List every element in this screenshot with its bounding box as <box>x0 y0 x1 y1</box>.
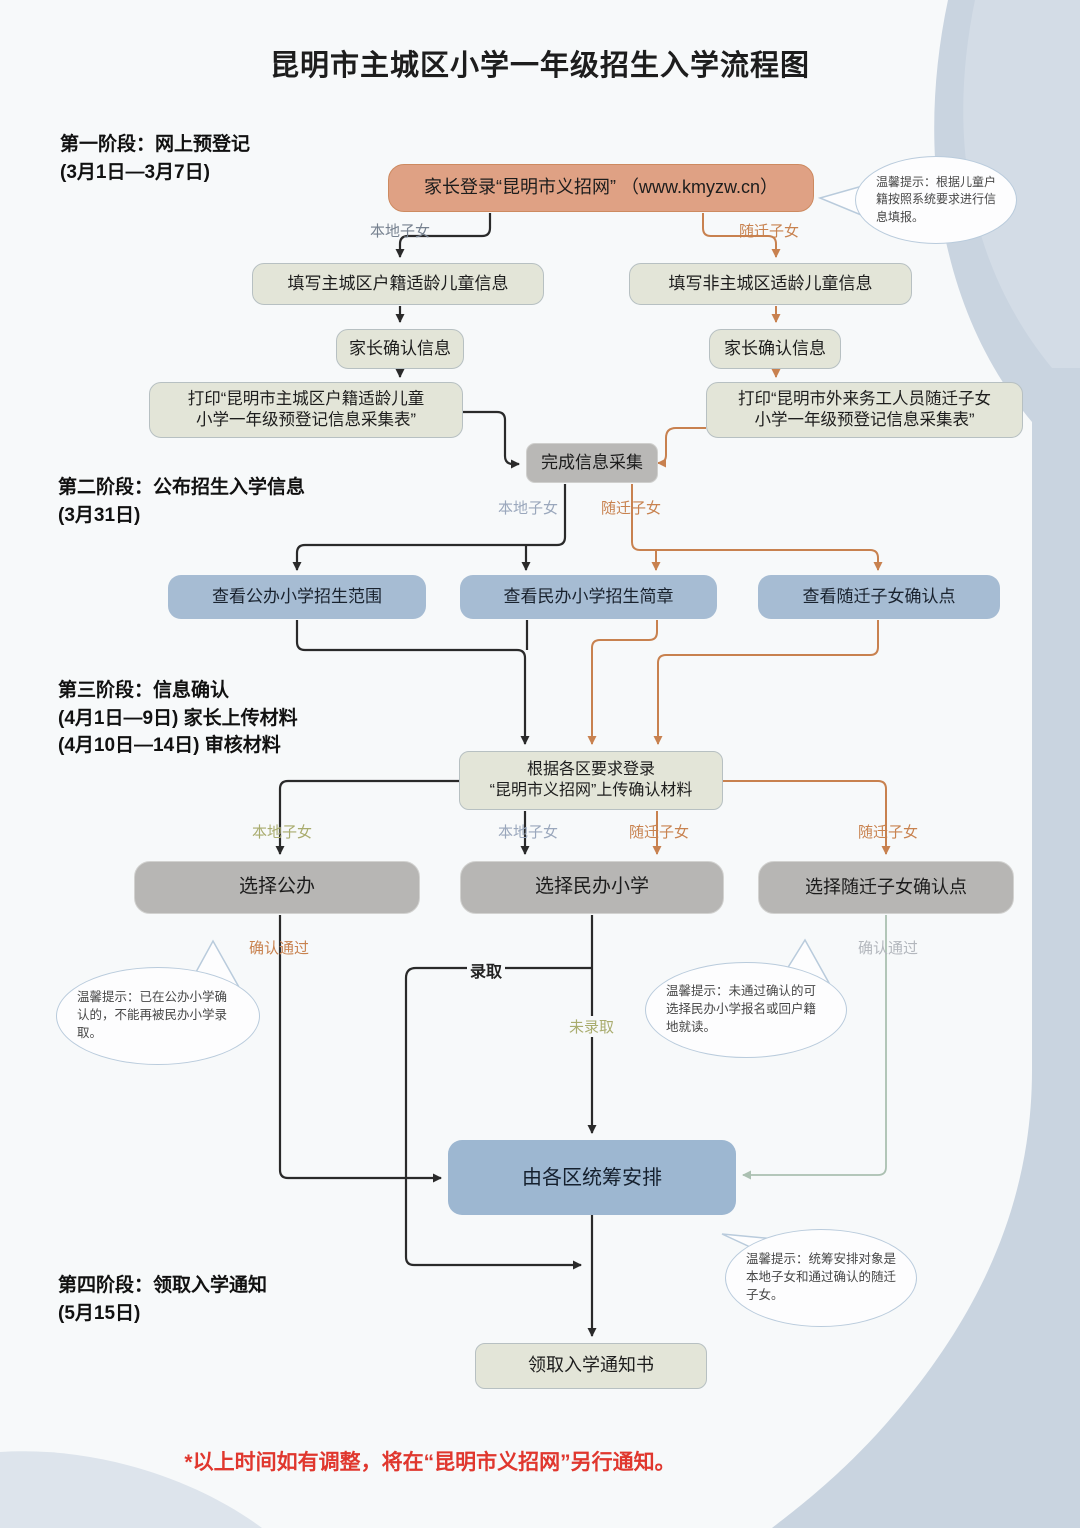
stage-1-label: 第一阶段：网上预登记 <box>60 134 251 155</box>
node-confirm-migrant: 家长确认信息 <box>709 329 841 369</box>
edge-label-local-stage2: 本地子女 <box>498 500 559 517</box>
edge-label-migrant-stage2: 随迁子女 <box>601 500 662 517</box>
node-upload-materials: 根据各区要求登录 “昆明市义招网”上传确认材料 <box>459 751 723 810</box>
stage-4-heading: 第四阶段：领取入学通知 (5月15日) <box>58 1272 267 1327</box>
stage-3-heading: 第三阶段：信息确认 (4月1日—9日) 家长上传材料 (4月10日—14日) 审… <box>58 677 298 760</box>
stage-1-dates: (3月1日—3月7日) <box>60 161 210 183</box>
stage-2-label: 第二阶段：公布招生入学信息 <box>58 477 306 498</box>
edge-label-local-stage1: 本地子女 <box>370 223 431 240</box>
print-local-line-2: 小学一年级预登记信息采集表” <box>196 411 416 429</box>
node-view-checkpoint: 查看随迁子女确认点 <box>758 575 1000 619</box>
node-overall-arrangement: 由各区统筹安排 <box>448 1140 736 1215</box>
node-choose-private: 选择民办小学 <box>460 861 724 914</box>
stage-2-heading: 第二阶段：公布招生入学信息 (3月31日) <box>58 474 305 529</box>
node-choose-checkpoint: 选择随迁子女确认点 <box>758 861 1014 914</box>
edge-label-local-private: 本地子女 <box>498 824 559 841</box>
page-title: 昆明市主城区小学一年级招生入学流程图 <box>269 50 810 82</box>
stage-3-dates-2: (4月10日—14日) 审核材料 <box>58 735 281 757</box>
upload-line-1: 根据各区要求登录 <box>526 760 655 778</box>
footnote: *以上时间如有调整，将在“昆明市义招网”另行通知。 <box>184 1451 676 1474</box>
edge-label-migrant-private: 随迁子女 <box>629 824 690 841</box>
node-choose-public: 选择公办 <box>134 861 420 914</box>
edge-label-not-admitted: 未录取 <box>566 1016 618 1037</box>
stage-4-label: 第四阶段：领取入学通知 <box>58 1275 268 1296</box>
edge-label-admitted: 录取 <box>467 958 506 982</box>
node-print-migrant-form: 打印“昆明市外来务工人员随迁子女 小学一年级预登记信息采集表” <box>706 382 1023 438</box>
node-view-public-range: 查看公办小学招生范围 <box>168 575 426 619</box>
node-fill-migrant-info: 填写非主城区适龄儿童信息 <box>629 263 912 305</box>
node-confirm-local: 家长确认信息 <box>336 329 464 369</box>
edge-label-migrant-checkpoint: 随迁子女 <box>858 824 919 841</box>
stage-3-label: 第三阶段：信息确认 <box>58 680 230 701</box>
edge-label-confirmed-checkpoint: 确认通过 <box>858 940 919 957</box>
tip-bubble-arrangement: 温馨提示：统筹安排对象是本地子女和通过确认的随迁子女。 <box>725 1229 917 1327</box>
tip-bubble-registration: 温馨提示：根据儿童户籍按照系统要求进行信息填报。 <box>855 156 1017 244</box>
stage-1-heading: 第一阶段：网上预登记 (3月1日—3月7日) <box>60 131 250 186</box>
edge-label-migrant-stage1: 随迁子女 <box>739 223 800 240</box>
node-fill-local-info: 填写主城区户籍适龄儿童信息 <box>252 263 544 305</box>
edge-label-local-public: 本地子女 <box>252 824 313 841</box>
node-view-private-guide: 查看民办小学招生简章 <box>460 575 717 619</box>
node-parent-login: 家长登录“昆明市义招网” （www.kmyzw.cn） <box>388 164 814 212</box>
stage-4-dates: (5月15日) <box>58 1302 141 1324</box>
node-complete-collection: 完成信息采集 <box>526 443 658 483</box>
print-migrant-line-2: 小学一年级预登记信息采集表” <box>754 411 975 429</box>
node-print-local-form: 打印“昆明市主城区户籍适龄儿童 小学一年级预登记信息采集表” <box>149 382 463 438</box>
print-local-line-1: 打印“昆明市主城区户籍适龄儿童 <box>187 389 425 408</box>
print-migrant-line-1: 打印“昆明市外来务工人员随迁子女 <box>738 389 991 408</box>
node-receive-notice: 领取入学通知书 <box>475 1343 707 1389</box>
edge-label-confirmed-public: 确认通过 <box>249 940 310 957</box>
tip-bubble-public-confirmed: 温馨提示：已在公办小学确认的，不能再被民办小学录取。 <box>56 967 260 1065</box>
upload-line-2: “昆明市义招网”上传确认材料 <box>489 781 693 799</box>
tip-bubble-not-confirmed: 温馨提示：未通过确认的可选择民办小学报名或回户籍地就读。 <box>645 962 847 1058</box>
stage-2-dates: (3月31日) <box>58 504 141 526</box>
stage-3-dates: (4月1日—9日) 家长上传材料 <box>58 707 298 729</box>
